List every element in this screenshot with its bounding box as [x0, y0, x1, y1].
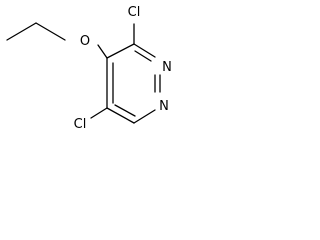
ring-bond-c4-n3 — [133, 43, 156, 58]
nitrogen-lower-label: N — [159, 99, 169, 114]
pyrimidine-structure-diagram: O Cl N N Cl — [6, 5, 172, 132]
ethyl-ch2-bond — [35, 22, 66, 41]
ring-bond-c4-n3-double — [134, 50, 152, 62]
chlorine-top-label: Cl — [128, 5, 141, 20]
ethyl-ch3-bond — [6, 22, 37, 41]
chlorine-bottom-bond — [90, 107, 108, 119]
ring-bond-n1-c6-double — [114, 104, 136, 117]
ring-bond-n1-c6 — [106, 107, 135, 124]
ring-bond-c5-c4 — [106, 43, 135, 59]
chlorine-bottom-label: Cl — [74, 117, 87, 132]
ring-bond-c2-n1 — [133, 109, 156, 124]
oxygen-label: O — [80, 34, 90, 49]
nitrogen-upper-label: N — [162, 60, 172, 75]
ether-oxygen-ring-bond — [97, 44, 108, 59]
